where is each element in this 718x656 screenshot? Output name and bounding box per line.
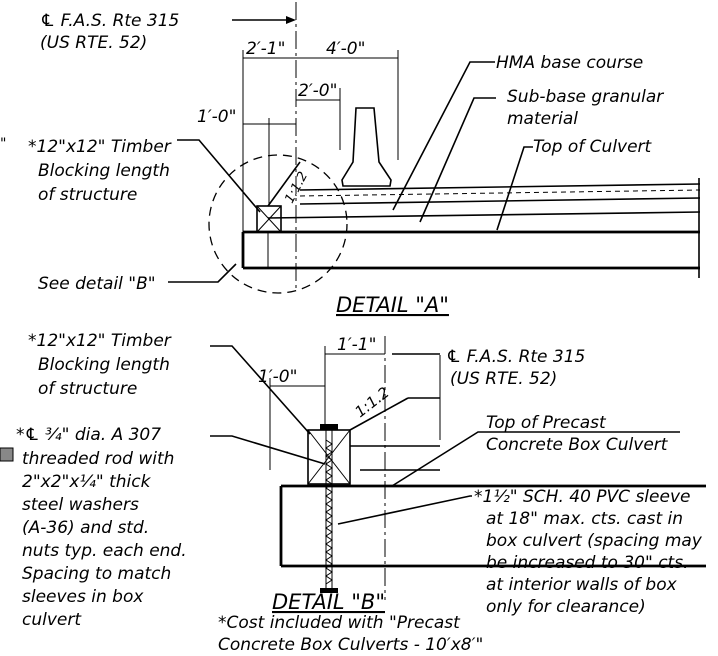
edge-fragment: " [0,136,6,152]
subbase-label-1: Sub-base granular [507,87,664,107]
hma-label: HMA base course [496,53,643,73]
pvc-6: only for clearance) [486,597,646,617]
dim-4-0: 4′-0" [326,39,365,59]
pvc-5: at interior walls of box [486,575,678,595]
washer-top [320,424,338,430]
hma-leader [392,61,495,211]
cl-arrow-a [286,16,296,24]
detail-a-title: DETAIL "A" [336,293,449,317]
pvc-2: at 18" max. cts. cast in [486,509,683,529]
rod-6: nuts typ. each end. [22,541,187,561]
timber-b-2: Blocking length [38,355,170,375]
dim-2-1: 2′-1" [246,39,285,59]
rod-leader [210,435,326,465]
washer-bottom [320,588,338,593]
timber-x2-b [307,429,351,485]
rod-5: (A-36) and std. [22,518,149,538]
subbase-label-2: material [507,109,578,129]
hma-dash-line [299,189,701,197]
rod-1: *℄ ³⁄₄" dia. A 307 [16,425,161,445]
cl-label-b-2: (US RTE. 52) [450,369,557,389]
dim-1-0-b: 1′-0" [258,367,297,387]
pavement-top [299,183,701,191]
slope-a: 1:1.2 [282,169,311,205]
top-precast-leader [391,431,486,487]
detail-b-callout-circle [208,154,348,294]
cl-label-a-1: ℄ F.A.S. Rte 315 [40,11,179,31]
subbase-leader [419,97,496,223]
slope-line-b [349,397,409,431]
rod-3: 2"x2"x¹⁄₄" thick [22,472,152,492]
rod-2: threaded rod with [22,449,174,469]
dim-2-0-a: 2′-0" [298,81,337,101]
jersey-barrier [341,107,392,187]
cost-2: Concrete Box Culverts - 10′x8′" [218,635,483,655]
rod-8: sleeves in box [22,587,144,607]
hma-bottom [299,197,701,205]
timber-a-3: of structure [38,185,137,205]
slope-line-a [267,161,301,207]
timber-leader-b [210,345,311,435]
see-detail-b: See detail "B" [38,274,156,294]
timber-a-2: Blocking length [38,161,170,181]
rod-4: steel washers [22,495,139,515]
rod-thread [325,439,333,585]
top-culvert-label: Top of Culvert [533,137,653,157]
timber-b-3: of structure [38,379,137,399]
dim-1-1-b: 1′-1" [337,335,376,355]
cost-1: *Cost included with "Precast [218,613,461,633]
hatch-fragment [0,447,14,462]
top-culvert-leader [496,146,533,231]
timber-leader-a [177,139,261,213]
hatch-swatch [0,447,14,462]
pvc-1: *1¹⁄₂" SCH. 40 PVC sleeve [474,487,690,507]
top-precast-1: Top of Precast [486,413,607,433]
dim-1-0-a: 1′-0" [197,107,236,127]
subbase-line [267,211,701,219]
timber-b-1: *12"x12" Timber [28,331,172,351]
pvc-4: be increased to 30" cts. [486,553,688,573]
rod-9: culvert [22,610,82,630]
cl-label-a-2: (US RTE. 52) [40,33,147,53]
cl-label-b-1: ℄ F.A.S. Rte 315 [446,347,585,367]
detail-b: 1′-1" 1′-0" ℄ F.A.S. Rte 315 (US RTE. 52… [0,331,706,655]
rod-7: Spacing to match [22,564,171,584]
see-detail-leader [168,263,237,283]
pvc-leader [337,495,472,525]
detail-b-title: DETAIL "B" [272,590,385,614]
timber-a-1: *12"x12" Timber [28,137,172,157]
detail-a: ℄ F.A.S. Rte 315 (US RTE. 52) 2′-1" 4′-0… [0,2,701,317]
slope-b: 1:1.2 [351,383,392,421]
pvc-3: box culvert (spacing may [486,531,703,551]
timber-x2-a [256,205,282,233]
top-precast-2: Concrete Box Culvert [486,435,669,455]
